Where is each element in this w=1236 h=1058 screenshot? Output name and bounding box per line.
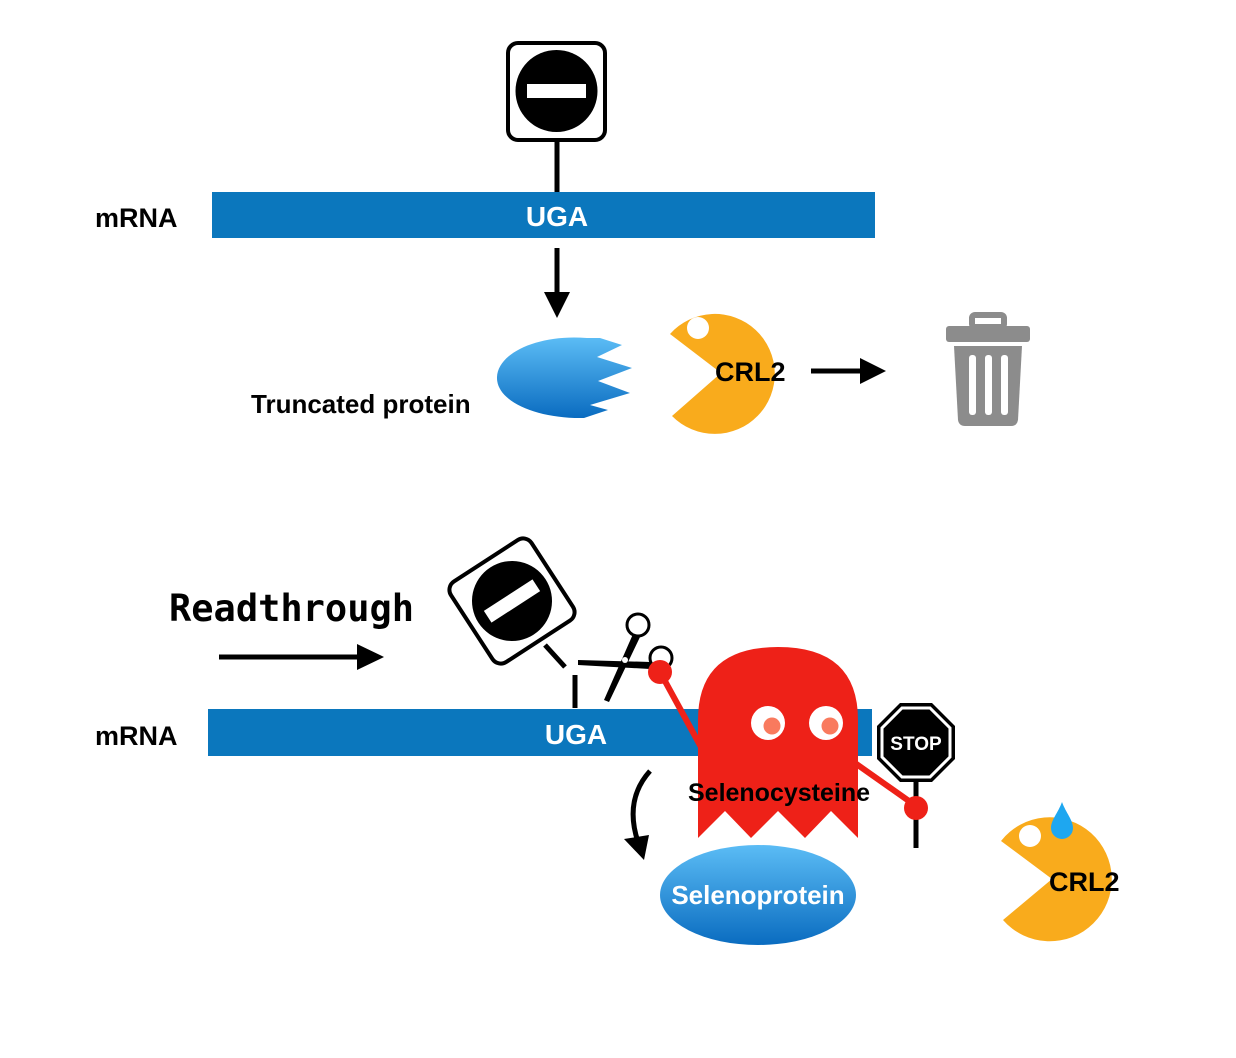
crl2-label-bottom: CRL2 — [1049, 867, 1120, 897]
scissors-icon — [578, 612, 674, 702]
truncated-protein-shape — [496, 337, 632, 419]
stop-sign-icon: STOP — [877, 703, 955, 848]
readthrough-label: Readthrough — [169, 587, 414, 630]
bottom-panel: Readthrough mRNA UGA — [95, 536, 1120, 945]
cut-no-entry-sign-icon — [447, 536, 578, 708]
crl2-label-top: CRL2 — [715, 357, 786, 387]
sweat-drop-icon — [1051, 802, 1073, 839]
curved-arrow-icon — [624, 769, 652, 860]
no-entry-sign-icon — [506, 41, 607, 195]
truncated-protein-label: Truncated protein — [251, 389, 471, 419]
uga-codon-label: UGA — [526, 201, 588, 232]
mrna-strand — [212, 192, 875, 238]
arrow-down-icon — [544, 248, 570, 318]
trash-can-icon — [946, 312, 1030, 426]
selenocysteine-ghost-icon — [648, 647, 928, 838]
crl2-pacman-icon — [670, 313, 775, 434]
mrna-label: mRNA — [95, 203, 178, 233]
readthrough-arrow-icon — [219, 644, 384, 670]
stop-sign-label: STOP — [890, 734, 942, 755]
mrna-label: mRNA — [95, 721, 178, 751]
selenoprotein-label: Selenoprotein — [671, 880, 844, 910]
crl2-pacman-sweat-icon — [1001, 802, 1112, 942]
selenocysteine-label: Selenocysteine — [688, 779, 870, 807]
top-panel: mRNA UGA Truncated protein CRL2 — [95, 41, 1030, 434]
arrow-right-icon — [811, 358, 886, 384]
uga-codon-label: UGA — [545, 719, 607, 750]
selenoprotein-shape — [660, 845, 856, 945]
